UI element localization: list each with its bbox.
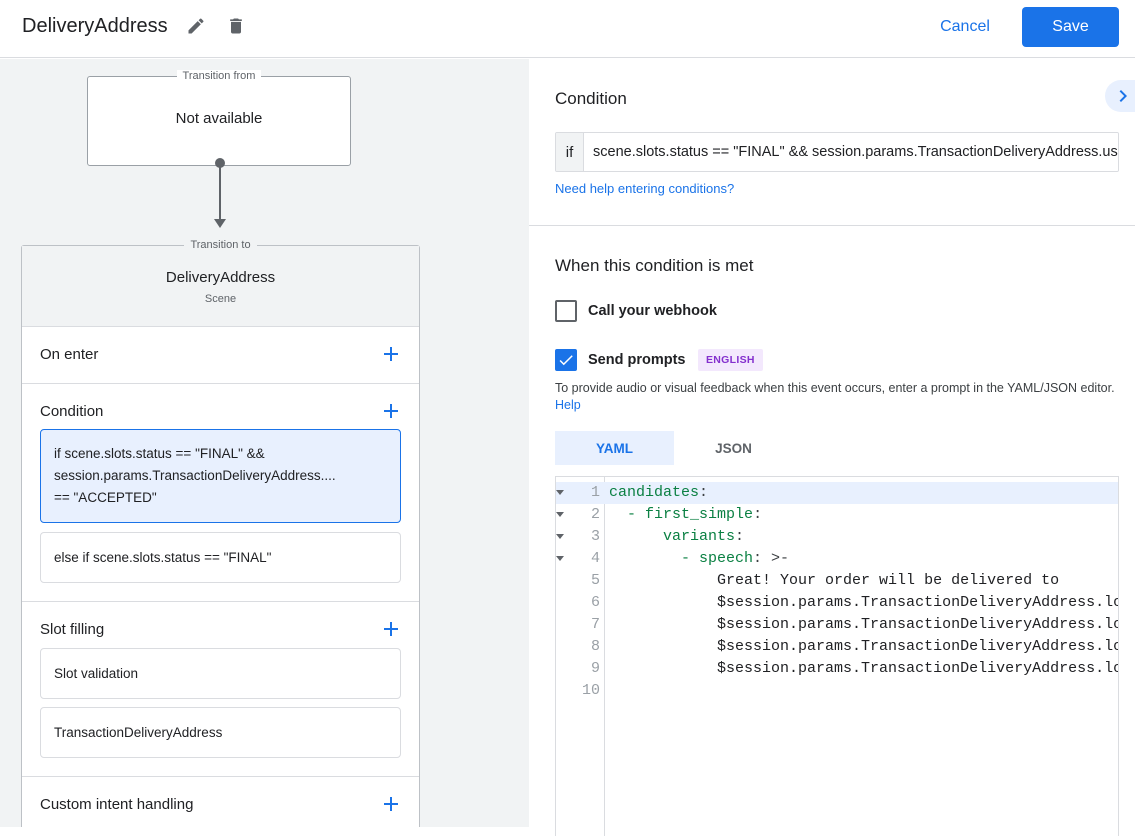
line-number: 10 — [581, 682, 600, 699]
code-line[interactable]: 6 $session.params.TransactionDeliveryAdd… — [556, 592, 1119, 614]
fold-arrow-icon[interactable] — [556, 556, 564, 561]
connector-dot — [215, 158, 225, 168]
section-on-enter[interactable]: On enter — [40, 346, 99, 363]
add-condition-plus-icon[interactable] — [383, 403, 399, 419]
add-slot-plus-icon[interactable] — [383, 621, 399, 637]
condition-card-else[interactable]: else if scene.slots.status == "FINAL" — [40, 532, 401, 583]
checkmark-icon — [559, 355, 573, 366]
cancel-button[interactable]: Cancel — [940, 18, 990, 35]
line-number: 6 — [590, 594, 600, 611]
condition-line: else if scene.slots.status == "FINAL" — [54, 550, 272, 565]
code-text: candidates: — [609, 484, 709, 501]
fold-arrow-icon[interactable] — [556, 534, 564, 539]
pencil-icon[interactable] — [184, 14, 208, 38]
line-number: 3 — [590, 528, 600, 545]
tab-json[interactable]: JSON — [715, 440, 752, 456]
divider — [22, 601, 419, 602]
divider — [529, 225, 1135, 226]
add-on-enter-plus-icon[interactable] — [383, 346, 399, 362]
divider — [22, 383, 419, 384]
editor-gutter — [556, 477, 605, 836]
transition-to-caption: Transition to — [184, 239, 257, 251]
code-text: Great! Your order will be delivered to — [717, 572, 1060, 589]
condition-line: session.params.TransactionDeliveryAddres… — [54, 468, 336, 483]
slot-card[interactable]: TransactionDeliveryAddress — [40, 707, 401, 758]
code-text: $session.params.TransactionDeliveryAddre… — [717, 660, 1118, 677]
code-line[interactable]: 9 $session.params.TransactionDeliveryAdd… — [556, 658, 1118, 680]
connector-arrow-icon — [214, 219, 226, 228]
line-number: 5 — [590, 572, 600, 589]
scene-type: Scene — [204, 293, 237, 305]
section-slot-filling[interactable]: Slot filling — [40, 621, 105, 638]
prompt-description-text: To provide audio or visual feedback when… — [555, 381, 1115, 395]
condition-line: == "ACCEPTED" — [54, 490, 157, 505]
help-link[interactable]: Help — [555, 398, 581, 412]
transition-from-caption: Transition from — [176, 70, 262, 82]
code-text: $session.params.TransactionDeliveryAddre… — [717, 638, 1118, 655]
scene-name: DeliveryAddress — [165, 269, 276, 286]
code-line[interactable]: 3 variants: — [556, 526, 1118, 548]
scene-header[interactable]: Transition to DeliveryAddress Scene — [22, 239, 419, 327]
if-prefix: if — [556, 133, 584, 171]
divider — [22, 776, 419, 777]
line-number: 7 — [590, 616, 600, 633]
code-text: - first_simple: — [627, 506, 763, 523]
prompt-description: To provide audio or visual feedback when… — [555, 380, 1115, 414]
send-prompts-label: Send prompts — [588, 352, 686, 368]
code-line[interactable]: 7 $session.params.TransactionDeliveryAdd… — [556, 614, 1118, 636]
line-number: 8 — [590, 638, 600, 655]
code-text: - speech: >- — [681, 550, 790, 567]
condition-met-heading: When this condition is met — [555, 256, 754, 275]
webhook-checkbox[interactable] — [555, 300, 577, 322]
fold-arrow-icon[interactable] — [556, 490, 564, 495]
tab-yaml[interactable]: YAML — [555, 431, 674, 465]
trash-icon[interactable] — [224, 14, 248, 38]
code-line[interactable]: 1 candidates: — [556, 482, 1118, 504]
help-conditions-link[interactable]: Need help entering conditions? — [555, 181, 735, 196]
condition-editor-panel: Condition if Need help entering conditio… — [529, 59, 1135, 836]
code-text: $session.params.TransactionDeliveryAddre… — [717, 616, 1118, 633]
connector-line — [219, 167, 221, 219]
condition-field: if — [555, 132, 1119, 172]
line-number: 2 — [590, 506, 600, 523]
slot-label: TransactionDeliveryAddress — [54, 725, 223, 740]
code-text: variants: — [663, 528, 745, 545]
section-condition[interactable]: Condition — [40, 403, 104, 420]
fold-arrow-icon[interactable] — [556, 512, 564, 517]
language-badge: ENGLISH — [698, 349, 763, 371]
code-line[interactable]: 10 — [556, 680, 1118, 702]
transition-from-value: Not available — [175, 110, 263, 127]
page-title: DeliveryAddress — [22, 15, 168, 37]
section-custom-intent[interactable]: Custom intent handling — [40, 796, 194, 813]
line-number: 9 — [590, 660, 600, 677]
scene-card: Transition to DeliveryAddress Scene On e… — [21, 239, 420, 827]
condition-input[interactable] — [585, 133, 1118, 171]
flow-panel: Transition from Not available Transition… — [0, 59, 529, 827]
code-line[interactable]: 2 - first_simple: — [556, 504, 1118, 526]
add-intent-plus-icon[interactable] — [383, 796, 399, 812]
top-bar: DeliveryAddress Cancel Save — [0, 0, 1135, 58]
send-prompts-checkbox[interactable] — [555, 349, 577, 371]
code-line[interactable]: 8 $session.params.TransactionDeliveryAdd… — [556, 636, 1118, 658]
slot-label: Slot validation — [54, 666, 139, 681]
code-line[interactable]: 4 - speech: >- — [556, 548, 1118, 570]
condition-card-selected[interactable]: if scene.slots.status == "FINAL" && sess… — [40, 429, 401, 523]
line-number: 4 — [590, 550, 600, 567]
code-text: $session.params.TransactionDeliveryAddre… — [717, 594, 1119, 611]
line-number: 1 — [590, 484, 600, 501]
chevron-right-icon — [1119, 90, 1127, 102]
slot-card[interactable]: Slot validation — [40, 648, 401, 699]
transition-from-box: Transition from Not available — [87, 70, 351, 166]
collapse-panel-button[interactable] — [1105, 80, 1135, 112]
code-line[interactable]: 5 Great! Your order will be delivered to — [556, 570, 1118, 592]
save-button[interactable]: Save — [1022, 7, 1119, 47]
condition-line: if scene.slots.status == "FINAL" && — [54, 446, 265, 461]
condition-heading: Condition — [555, 89, 627, 108]
webhook-label: Call your webhook — [588, 303, 717, 319]
